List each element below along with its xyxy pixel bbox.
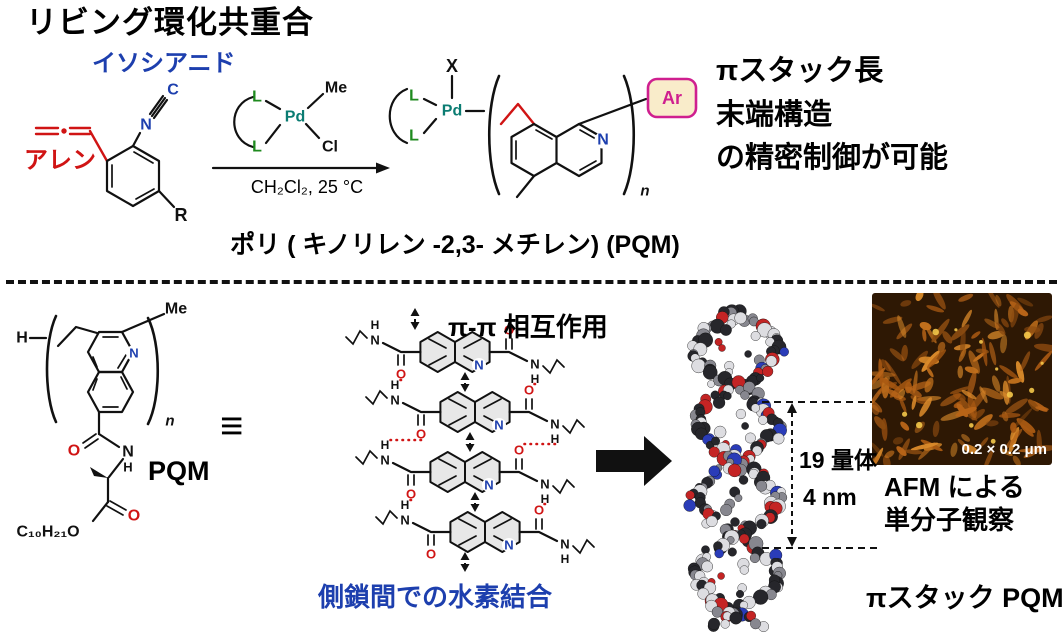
helix-measurement	[762, 401, 882, 549]
amide-o-label: O	[68, 443, 80, 460]
repeat-n-label: n	[640, 183, 649, 200]
amide-o-label: O	[406, 487, 416, 502]
pi-stacking-arrows	[410, 308, 480, 572]
stack-repeat-unit: N O N H O N H	[375, 498, 595, 566]
isocyanide-label: イソシアニド	[92, 50, 236, 77]
amide-n-label: N	[390, 393, 399, 408]
pqm-product-structure: X L L Pd n N Ar	[388, 56, 698, 200]
reaction-arrow	[211, 162, 390, 174]
helix-model	[683, 304, 789, 632]
amide-o-label: O	[396, 367, 406, 382]
amide-n-label: N	[540, 477, 549, 492]
nitrogen-label: N	[140, 117, 152, 134]
ester-o-label: O	[128, 508, 140, 525]
ar-group-label: Ar	[662, 88, 682, 108]
pistack-pqm-label: πスタック PQM	[866, 583, 1063, 613]
amide-n-label: N	[530, 357, 539, 372]
amide-h-label: H	[391, 378, 400, 392]
methyl-label: Me	[165, 301, 187, 318]
carbon-label: C	[167, 82, 179, 99]
pd-label: Pd	[442, 103, 462, 120]
amide-h-label: H	[561, 552, 570, 566]
x-end-label: X	[446, 56, 458, 76]
h-end-label: H	[16, 330, 28, 347]
afm-scale-label: 0.2 × 0.2 μm	[961, 441, 1047, 458]
pd-catalyst-structure: L L Pd Me Cl	[233, 80, 347, 156]
pqm-label: PQM	[148, 456, 210, 486]
ligand-label: L	[409, 88, 419, 105]
pd-label: Pd	[285, 109, 305, 126]
amide-n-label: N	[400, 513, 409, 528]
decyl-chain-label: C₁₀H₂₁O	[16, 524, 79, 541]
ring-n-label: N	[494, 418, 503, 433]
amide-o-label: O	[416, 427, 426, 442]
stack-repeat-unit: N O N H O N H	[345, 318, 565, 386]
claim-line: πスタック長	[716, 55, 884, 87]
allene-label: アレン	[24, 147, 96, 174]
result-arrow	[596, 436, 672, 486]
amide-o-label: O	[534, 503, 544, 518]
ring-n-label: N	[474, 358, 483, 373]
afm-caption-line2: 単分子観察	[884, 505, 1015, 535]
repeat-n-label: n	[165, 413, 174, 430]
afm-image	[872, 293, 1052, 465]
ring-n-label: N	[504, 538, 513, 553]
ar-group-box	[646, 77, 698, 119]
amide-o-label: O	[504, 323, 514, 338]
methyl-label: Me	[325, 80, 347, 97]
pi-interaction-label: π-π 相互作用	[448, 312, 608, 342]
reaction-conditions: CH₂Cl₂, 25 °C	[250, 177, 364, 197]
afm-caption-line1: AFM による	[884, 472, 1025, 502]
stack-repeat-unit: N O N H O N H	[365, 378, 585, 446]
claim-line: 末端構造	[716, 98, 833, 131]
amide-h-label: H	[401, 498, 410, 512]
quinoline-stack: N O N H O N H N O N H O N H	[345, 318, 595, 566]
amide-h-label: H	[371, 318, 380, 332]
oligomer-count-label: 19 量体	[799, 447, 877, 473]
ring-n-label: N	[129, 346, 138, 361]
ring-n-label: N	[484, 478, 493, 493]
chloride-label: Cl	[322, 139, 338, 156]
pqm-side-chain-structure: H Me n N O N H O C₁₀H₂₁O	[16, 301, 187, 541]
r-group-label: R	[175, 205, 188, 225]
length-label: 4 nm	[803, 484, 857, 510]
product-name: ポリ ( キノリレン -2,3- メチレン) (PQM)	[230, 231, 680, 259]
amide-n-label: N	[550, 417, 559, 432]
amide-n-label: N	[380, 453, 389, 468]
monomer-structure: N C R	[34, 82, 188, 225]
amide-n-label: N	[122, 444, 134, 461]
claims-block: πスタック長 末端構造 の精密制御が可能	[716, 50, 948, 181]
amide-h-label: H	[541, 492, 550, 506]
amide-n-label: N	[370, 333, 379, 348]
stack-repeat-unit: N O N H O N H	[355, 438, 575, 506]
ring-n-label: N	[597, 132, 609, 149]
ligand-label: L	[409, 128, 419, 145]
section-divider	[6, 280, 1057, 284]
amide-h-label: H	[381, 438, 390, 452]
hbond-label: 側鎖間での水素結合	[318, 582, 553, 612]
claim-line: の精密制御が可能	[716, 142, 949, 174]
equivalence-symbol: ≡	[220, 404, 244, 448]
hydrogen-bond-dots	[383, 378, 557, 506]
ligand-label: L	[252, 139, 262, 156]
amide-o-label: O	[524, 383, 534, 398]
amide-h-label: H	[551, 432, 560, 446]
figure-title: リビング環化共重合	[26, 5, 314, 40]
amide-o-label: O	[514, 443, 524, 458]
amide-h-label: H	[531, 372, 540, 386]
amide-h-label: H	[123, 460, 132, 475]
amide-n-label: N	[560, 537, 569, 552]
amide-o-label: O	[426, 547, 436, 562]
ligand-label: L	[252, 89, 262, 106]
